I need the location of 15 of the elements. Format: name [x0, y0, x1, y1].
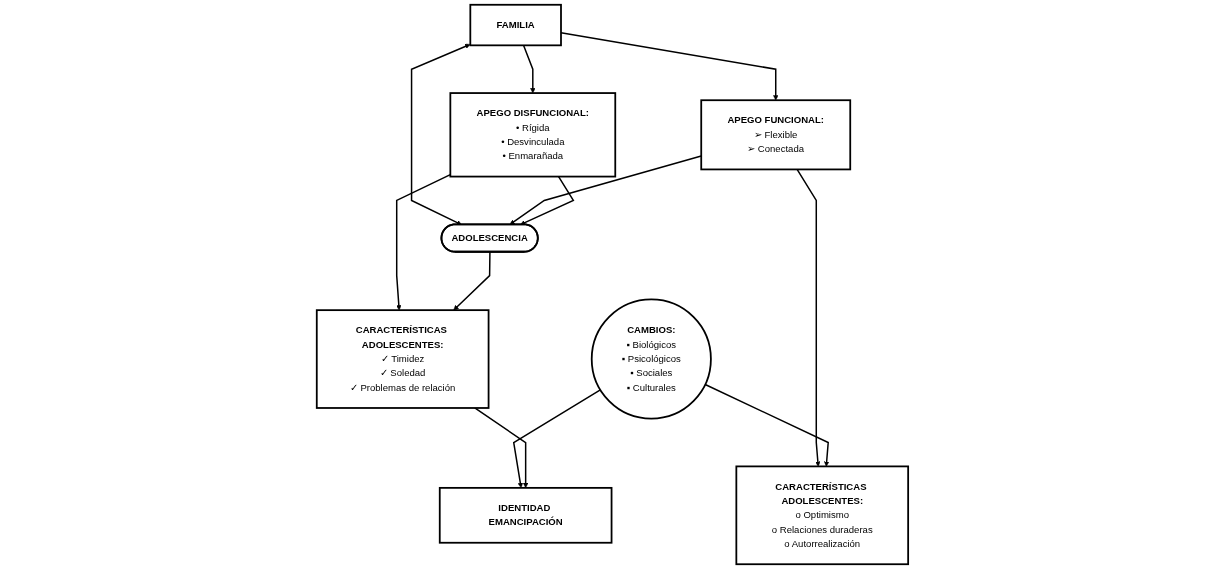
arrow [473, 407, 528, 489]
arrow [452, 251, 491, 311]
arrow [704, 383, 829, 467]
arrow [410, 43, 470, 225]
node-box: APEGO DISFUNCIONAL: • Rígida • Desvinculada • Enmarañada [449, 92, 616, 178]
arrow [512, 389, 601, 489]
node-circle: CAMBIOS: ▪ Biológicos ▪ Psicológicos ▪ Sociales ▪ Culturales [590, 298, 712, 420]
node-box: IDENTIDAD EMANCIPACIÓN [438, 486, 612, 544]
node-box: CARACTERÍSTICAS ADOLESCENTES: o Optimismo o Relaciones duraderas o Autorrealización [734, 465, 909, 566]
node-box: CARACTERÍSTICAS ADOLESCENTES: ✓ Timidez ✓ Soledad ✓ Problemas de relación [315, 309, 489, 409]
node-box: FAMILIA [468, 3, 562, 47]
arrow [795, 168, 820, 467]
arrow [395, 173, 451, 311]
arrow [522, 44, 535, 94]
node-box: APEGO FUNCIONAL: ➢ Flexible ➢ Conectada [699, 99, 851, 171]
